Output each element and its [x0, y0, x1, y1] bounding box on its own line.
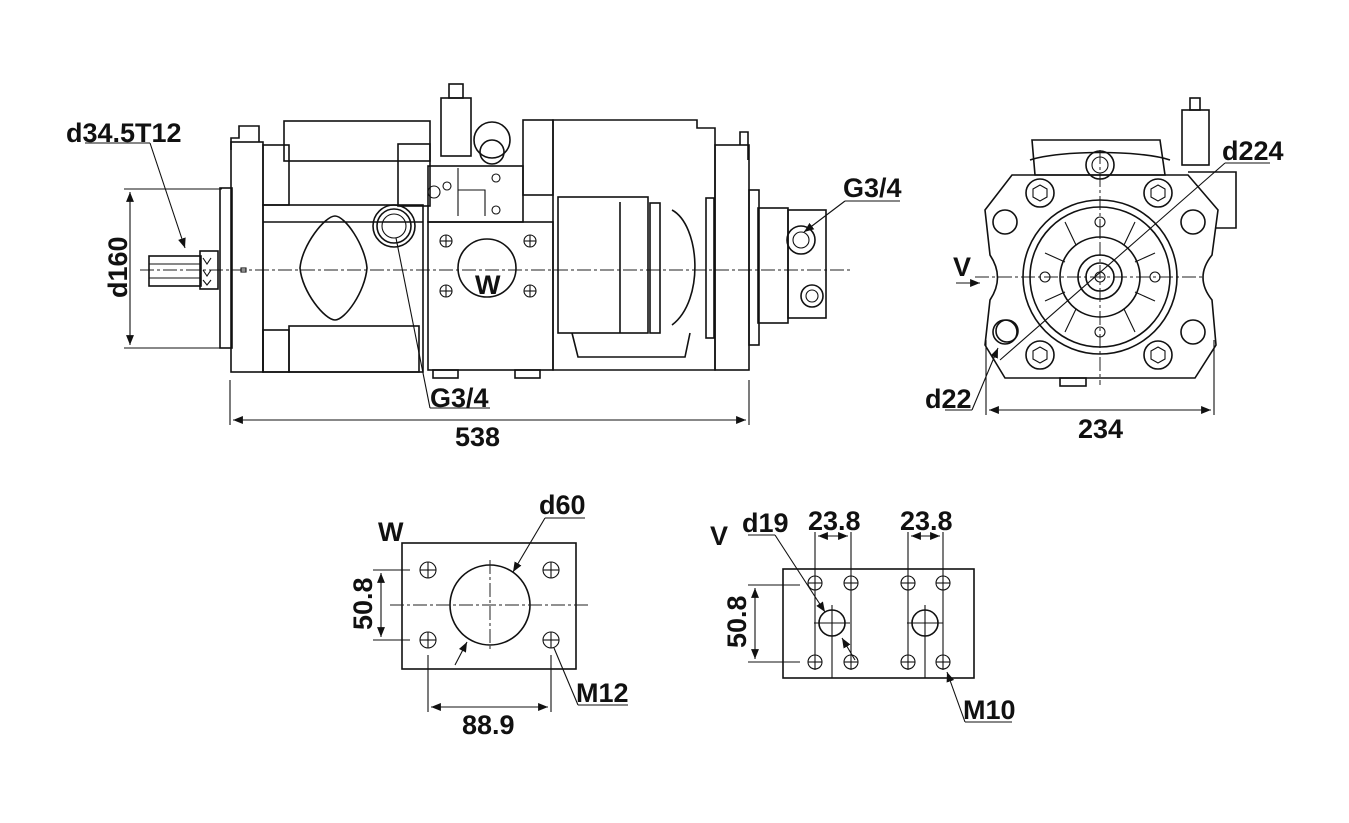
w-thread-label: M12 [576, 678, 629, 708]
v-port-diameter-label: d19 [742, 508, 789, 538]
housing-window [299, 215, 368, 321]
v-spacing-right-label: 23.8 [900, 506, 953, 536]
pilot-diameter-label: d224 [1222, 136, 1284, 166]
w-horizontal-spacing-label: 88.9 [462, 710, 515, 740]
end-dimensions [945, 279, 1215, 415]
mount-hole-d22 [995, 319, 1019, 343]
v-detail-title: V [710, 521, 728, 551]
v-spacing-left-label: 23.8 [808, 506, 861, 536]
rear-housing [552, 119, 760, 371]
front-flange [219, 125, 290, 373]
w-port-diameter-label: d60 [539, 490, 586, 520]
port-v-detail [748, 532, 1012, 723]
pilot-pump [757, 207, 827, 324]
port-w-detail [373, 517, 628, 712]
flange-diameter-label: d160 [103, 236, 133, 298]
valve-block [427, 83, 554, 223]
overall-length-label: 538 [455, 422, 500, 452]
w-vertical-spacing-label: 50.8 [348, 577, 378, 630]
v-vertical-spacing-label: 50.8 [722, 595, 752, 648]
end-flange-outline [984, 174, 1219, 379]
mount-hole-label: d22 [925, 384, 972, 414]
end-ribs [1044, 221, 1156, 333]
drive-shaft [148, 250, 219, 290]
side-view [140, 83, 850, 379]
pilot-port-label: G3/4 [843, 173, 902, 203]
w-detail-title: W [378, 517, 404, 547]
pump-housing [262, 120, 431, 373]
port-v-marker: V [953, 252, 971, 282]
w-port-block [427, 221, 554, 379]
end-width-label: 234 [1078, 414, 1123, 444]
drain-port-label: G3/4 [430, 383, 489, 413]
port-w-marker: W [475, 270, 501, 300]
w-detail-bolt-holes [419, 561, 560, 649]
w-bolt-holes [439, 234, 537, 298]
end-bolts [1025, 178, 1173, 370]
v-thread-label: M10 [963, 695, 1016, 725]
end-view [975, 97, 1270, 387]
side-dimensions [85, 142, 900, 425]
shaft-spec-label: d34.5T12 [66, 118, 182, 148]
